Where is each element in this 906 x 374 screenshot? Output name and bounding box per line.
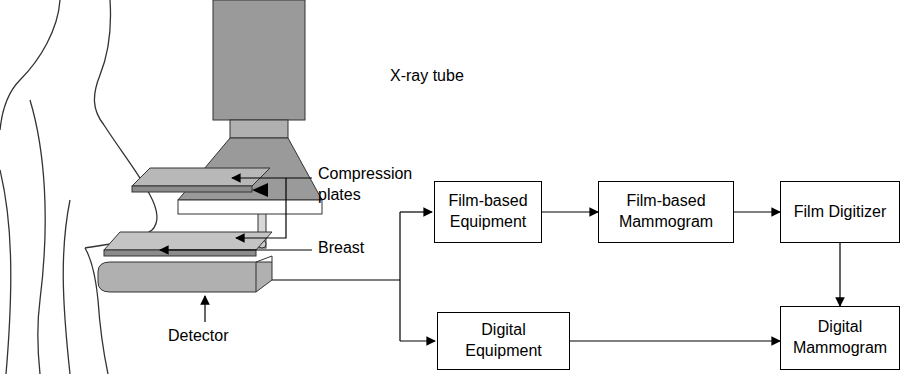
process-box: Film-based Mammogram <box>598 181 734 243</box>
process-box: Digital Mammogram <box>780 306 900 370</box>
lower-plate-edge <box>104 250 256 256</box>
flow-arrow <box>734 211 780 212</box>
part-label: Compression plates <box>318 164 430 206</box>
process-box: Digital Equipment <box>437 312 570 370</box>
flow-arrow <box>570 340 780 341</box>
box-label: Film Digitizer <box>794 202 886 223</box>
part-label: X-ray tube <box>390 66 510 87</box>
signal-wire <box>272 212 435 341</box>
process-box: Film Digitizer <box>780 181 900 243</box>
lower-plate <box>104 232 272 250</box>
flow-arrow <box>839 243 840 306</box>
detector-edge <box>256 256 272 292</box>
pointer-symbol <box>252 183 268 197</box>
process-box: Film-based Equipment <box>434 181 542 243</box>
box-label: Film-based Mammogram <box>607 191 725 233</box>
box-label: Film-based Equipment <box>443 191 533 233</box>
x-ray-window <box>178 200 322 214</box>
leader-lines <box>160 178 312 322</box>
part-label: Breast <box>318 238 398 259</box>
part-label: Detector <box>168 326 258 347</box>
box-label: Digital Mammogram <box>789 317 891 359</box>
x-ray-tube-neck <box>230 120 288 138</box>
x-ray-tube-body <box>213 0 305 120</box>
box-label: Digital Equipment <box>446 320 561 362</box>
upper-plate-edge <box>132 186 252 192</box>
upper-plate <box>132 168 270 186</box>
flow-arrow <box>542 211 598 212</box>
detector <box>98 262 272 292</box>
